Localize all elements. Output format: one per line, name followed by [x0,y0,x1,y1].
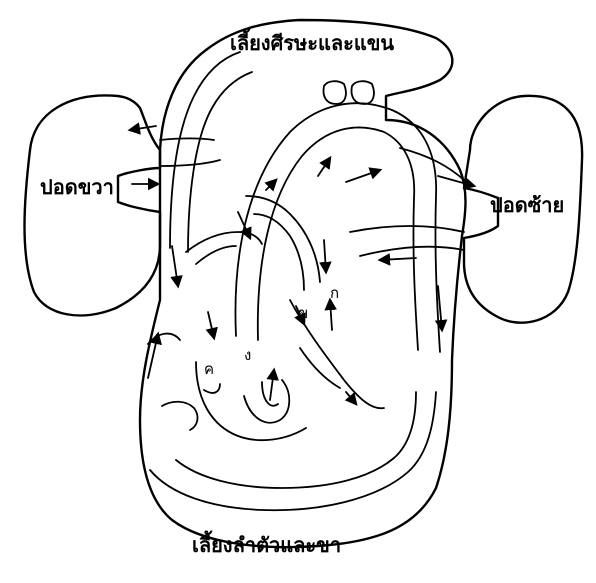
arrow-inner-7 [270,370,274,400]
atrial-branch-left [186,232,262,264]
arrow-left-lung-out [130,126,156,130]
label-left-lung: ปอดซ้าย [490,193,564,217]
label-body-legs: เลี้ยงลำตัวและขา [192,530,341,557]
label-chamber-k: ก [330,284,339,302]
superior-vena-cava [170,52,252,252]
aorta-arch [235,103,440,352]
vessel-opening-1 [324,81,346,104]
label-chamber-ng: ง [244,346,251,364]
pulmonary-artery [246,196,320,290]
arrow-inner-6 [208,312,214,338]
arrow-inner-1 [238,212,250,238]
vessel-opening-2 [352,81,374,104]
arrow-inner-9 [346,392,356,404]
pulmonary-vessel-right [350,148,464,256]
arrow-right-lung-in [380,258,416,260]
arrow-inner-3 [318,158,330,176]
arrow-top-left-descend [172,246,178,286]
pulmonary-vessel-upper-left [160,139,220,167]
arrow-inner-8 [330,300,332,330]
label-head-arms: เลี้ยงศีรษะและแขน [230,28,394,55]
arrow-inner-5 [324,240,326,272]
interventricular-loop [244,380,289,423]
inferior-vessel-loop [150,392,436,510]
label-right-lung: ปอดขวา [40,175,114,199]
arrow-inner-2 [266,180,276,190]
arrow-inner-4 [346,170,380,182]
arrow-right-lung-out [438,176,474,186]
label-chamber-kho: ค [204,360,214,378]
label-chamber-kh: ข [298,304,308,322]
